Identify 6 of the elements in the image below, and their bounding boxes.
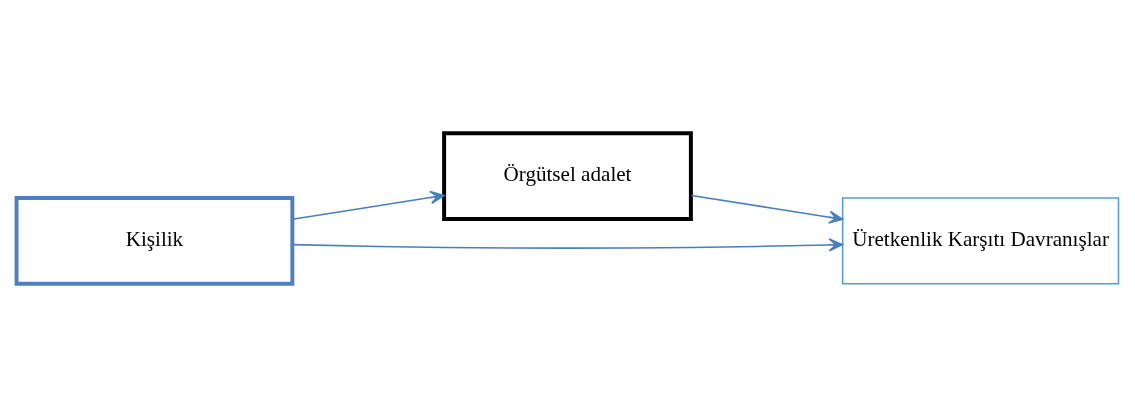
node-box: Üretkenlik Karşıtı Davranışlar <box>841 196 1120 284</box>
arrow <box>291 190 445 220</box>
arrow <box>690 194 844 224</box>
node-box: Kişilik <box>14 195 295 286</box>
arrow <box>291 237 844 252</box>
node-box: Örgütsel adalet <box>442 130 693 221</box>
